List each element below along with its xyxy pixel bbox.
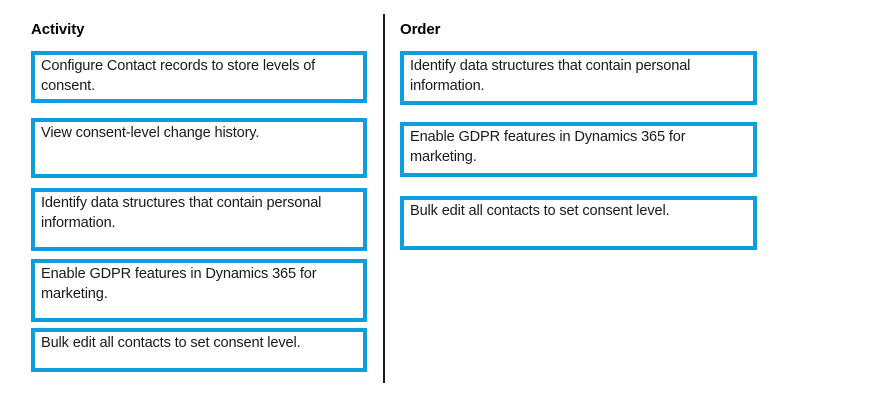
activity-card[interactable]: View consent-level change history. [31, 118, 367, 178]
activity-card-label: Bulk edit all contacts to set consent le… [41, 335, 301, 351]
order-card-label: Enable GDPR features in Dynamics 365 for… [410, 129, 686, 165]
activity-card[interactable]: Bulk edit all contacts to set consent le… [31, 328, 367, 372]
order-card[interactable]: Enable GDPR features in Dynamics 365 for… [400, 122, 757, 177]
order-card[interactable]: Bulk edit all contacts to set consent le… [400, 196, 757, 250]
activity-card[interactable]: Configure Contact records to store level… [31, 51, 367, 103]
order-card-label: Bulk edit all contacts to set consent le… [410, 203, 670, 219]
activity-card[interactable]: Identify data structures that contain pe… [31, 188, 367, 251]
activity-card[interactable]: Enable GDPR features in Dynamics 365 for… [31, 259, 367, 322]
order-column-header: Order [400, 21, 441, 38]
activity-card-label: Configure Contact records to store level… [41, 58, 316, 94]
activity-card-label: Identify data structures that contain pe… [41, 195, 322, 231]
order-card-label: Identify data structures that contain pe… [410, 58, 691, 94]
column-divider [383, 14, 385, 383]
activity-column-header: Activity [31, 21, 85, 38]
order-card[interactable]: Identify data structures that contain pe… [400, 51, 757, 105]
activity-card-label: Enable GDPR features in Dynamics 365 for… [41, 266, 317, 302]
activity-card-label: View consent-level change history. [41, 125, 260, 141]
